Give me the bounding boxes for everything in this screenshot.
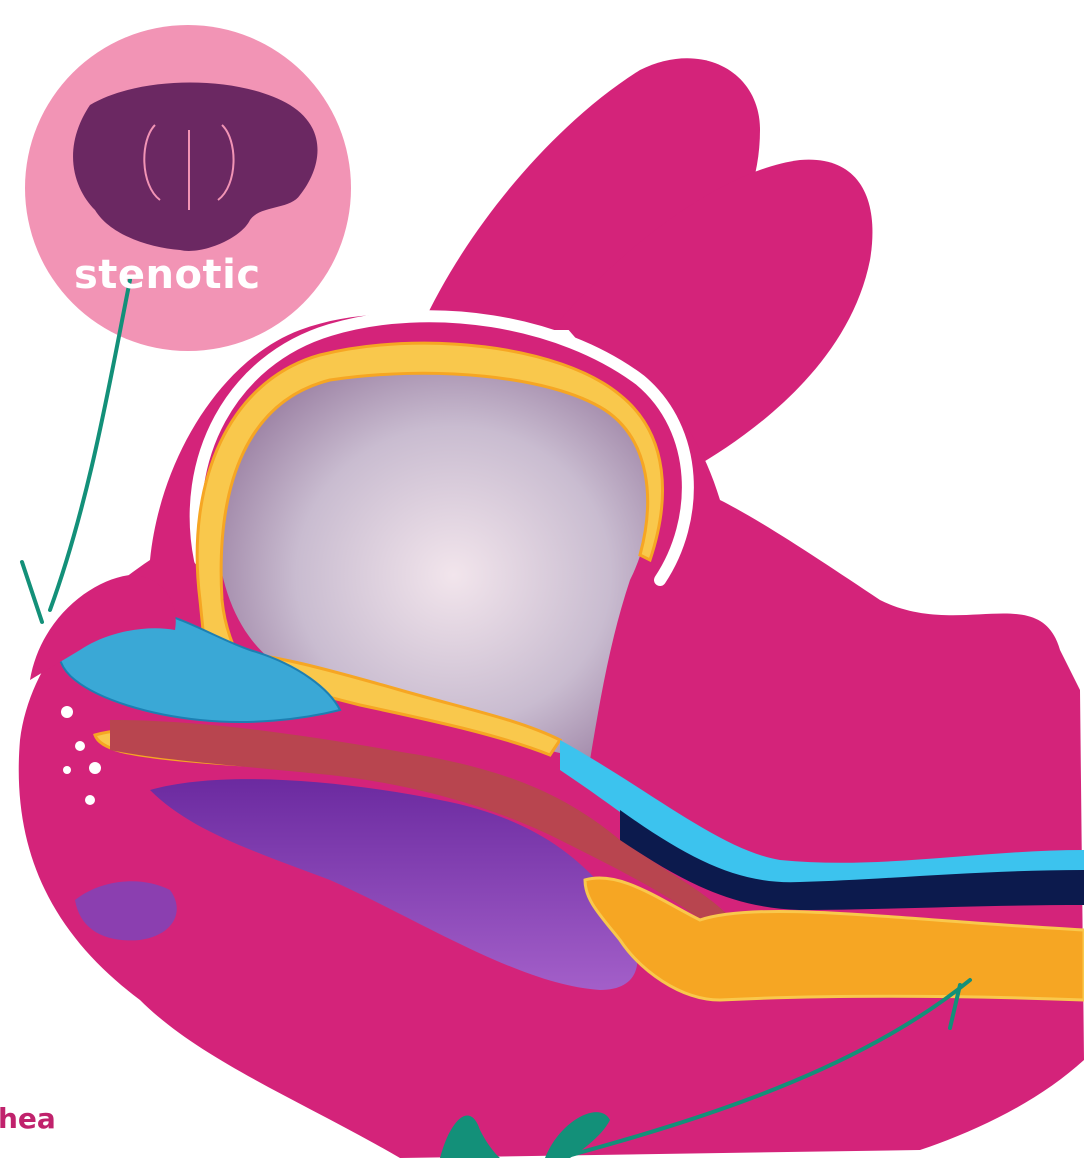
pointer-tick-nostril xyxy=(22,562,42,622)
nostril-label: stenotic xyxy=(74,252,261,298)
trachea-label: hea xyxy=(0,1102,56,1135)
nostril-closeup xyxy=(25,25,351,351)
